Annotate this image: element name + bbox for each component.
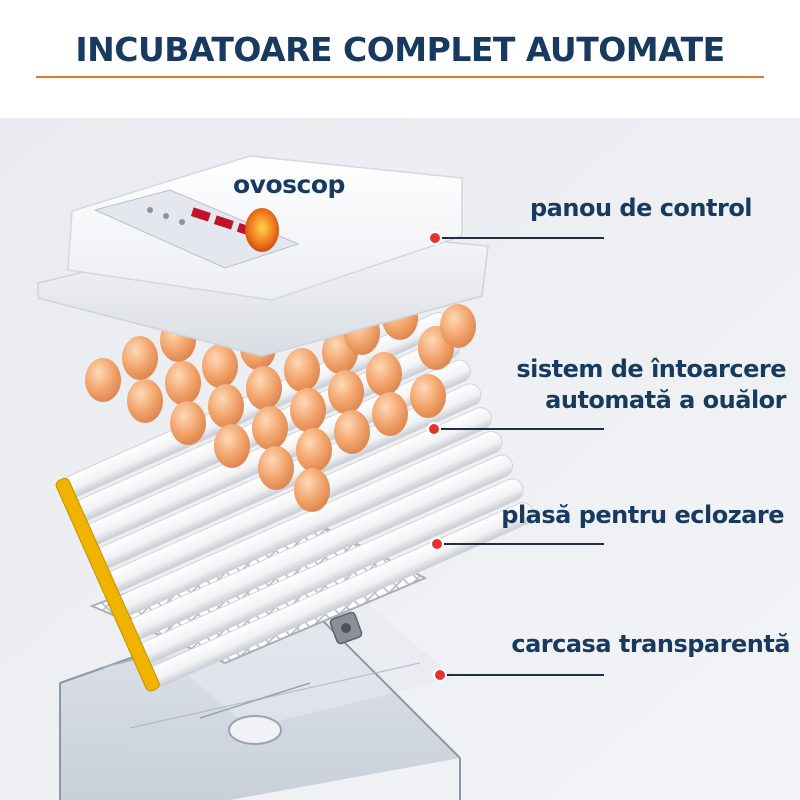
label-turning-line1: sistem de întoarcere	[516, 355, 786, 383]
callout-marker-icon	[430, 537, 444, 551]
callouts	[427, 231, 604, 682]
label-transparent-case: carcasa transparentă	[511, 630, 790, 658]
header: INCUBATOARE COMPLET AUTOMATE	[0, 0, 800, 118]
label-turning-line2: automată a ouălor	[545, 386, 786, 414]
callout-marker-icon	[427, 422, 441, 436]
callout-marker-icon	[428, 231, 442, 245]
label-turning-system: sistem de întoarcere automată a ouălor	[516, 354, 786, 416]
page-title: INCUBATOARE COMPLET AUTOMATE	[75, 30, 725, 69]
callout-marker-icon	[433, 668, 447, 682]
product-diagram: ovoscop panou de control sistem de întoa…	[0, 118, 800, 800]
control-panel-plate	[93, 189, 300, 269]
label-hatching-mesh: plasă pentru eclozare	[501, 501, 784, 529]
incubator-illustration	[0, 118, 800, 800]
display-digit	[213, 215, 234, 230]
lid	[37, 155, 489, 357]
display-digit	[190, 207, 211, 222]
egg-candler-icon	[245, 208, 279, 252]
label-control-panel: panou de control	[530, 194, 753, 222]
label-ovoscop: ovoscop	[233, 170, 345, 199]
title-underline	[36, 76, 764, 78]
